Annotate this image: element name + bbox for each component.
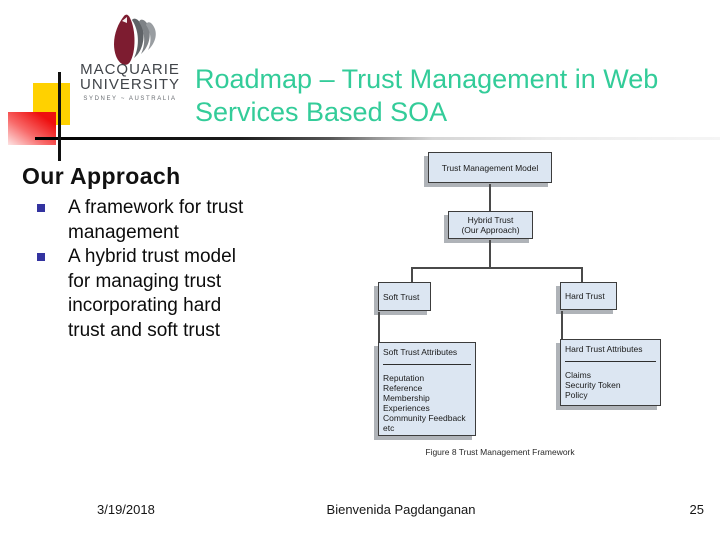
node-label: Soft Trust [383, 291, 420, 302]
connector-line [561, 311, 563, 339]
diagram-node-hard-trust: Hard Trust [560, 282, 617, 310]
connector-line [489, 184, 491, 211]
slide-title: Roadmap – Trust Management in Web Servic… [195, 64, 659, 127]
attribute-item: Policy [565, 390, 588, 400]
macquarie-emblem-icon [113, 14, 156, 65]
bullet-item: A hybrid trust model for managing trust … [37, 245, 258, 343]
section-heading: Our Approach [22, 163, 181, 189]
accent-square-red [8, 112, 56, 145]
diagram-node-hard-trust-attributes: Hard Trust Attributes Claims Security To… [560, 339, 661, 406]
logo-name-line2: UNIVERSITY [79, 76, 180, 93]
figure-caption: Figure 8 Trust Management Framework [425, 447, 575, 457]
attribute-item: Reputation [383, 373, 425, 383]
attributes-title: Hard Trust Attributes [565, 344, 643, 354]
connector-line [411, 267, 413, 282]
connector-line [411, 267, 583, 269]
node-label: Trust Management Model [441, 162, 539, 173]
bullet-text: A hybrid trust model for managing trust … [68, 246, 236, 341]
logo-text-block: MACQUARIE UNIVERSITY SYDNEY ~ AUSTRALIA [70, 62, 190, 102]
connector-line [378, 312, 380, 342]
bullet-square-icon [37, 204, 45, 212]
attributes-title: Soft Trust Attributes [383, 347, 458, 357]
bullet-list: A framework for trust management A hybri… [37, 196, 267, 343]
attribute-item: Experiences [383, 403, 430, 413]
node-label: Hybrid Trust [467, 215, 514, 225]
bullet-item: A framework for trust management [37, 196, 258, 245]
logo-name-line1: MACQUARIE [80, 61, 180, 78]
vertical-accent-line [58, 72, 61, 161]
attribute-item: etc [383, 423, 395, 433]
diagram-node-soft-trust: Soft Trust [378, 282, 431, 311]
footer-date: 3/19/2018 [97, 502, 155, 517]
attribute-item: Membership [383, 393, 430, 403]
attributes-separator [565, 361, 656, 362]
bullet-square-icon [37, 253, 45, 261]
attribute-item: Community Feedback [383, 413, 466, 423]
connector-line [489, 240, 491, 268]
header-divider [35, 137, 720, 140]
attribute-item: Claims [565, 370, 591, 380]
connector-line [581, 267, 583, 282]
footer-page-number: 25 [689, 502, 704, 517]
logo-tagline: SYDNEY ~ AUSTRALIA [83, 96, 177, 102]
bullet-text: A framework for trust management [68, 197, 244, 243]
node-label: Hard Trust [565, 291, 605, 301]
footer-author: Bienvenida Pagdanganan [326, 502, 476, 517]
diagram-node-hybrid-trust: Hybrid Trust (Our Approach) [448, 211, 533, 239]
attributes-separator [383, 364, 471, 365]
diagram-node-soft-trust-attributes: Soft Trust Attributes Reputation Referen… [378, 342, 476, 436]
diagram-node-trust-management-model: Trust Management Model [428, 152, 552, 183]
attribute-item: Reference [383, 383, 423, 393]
attribute-item: Security Token [565, 380, 621, 390]
node-sublabel: (Our Approach) [461, 225, 520, 235]
